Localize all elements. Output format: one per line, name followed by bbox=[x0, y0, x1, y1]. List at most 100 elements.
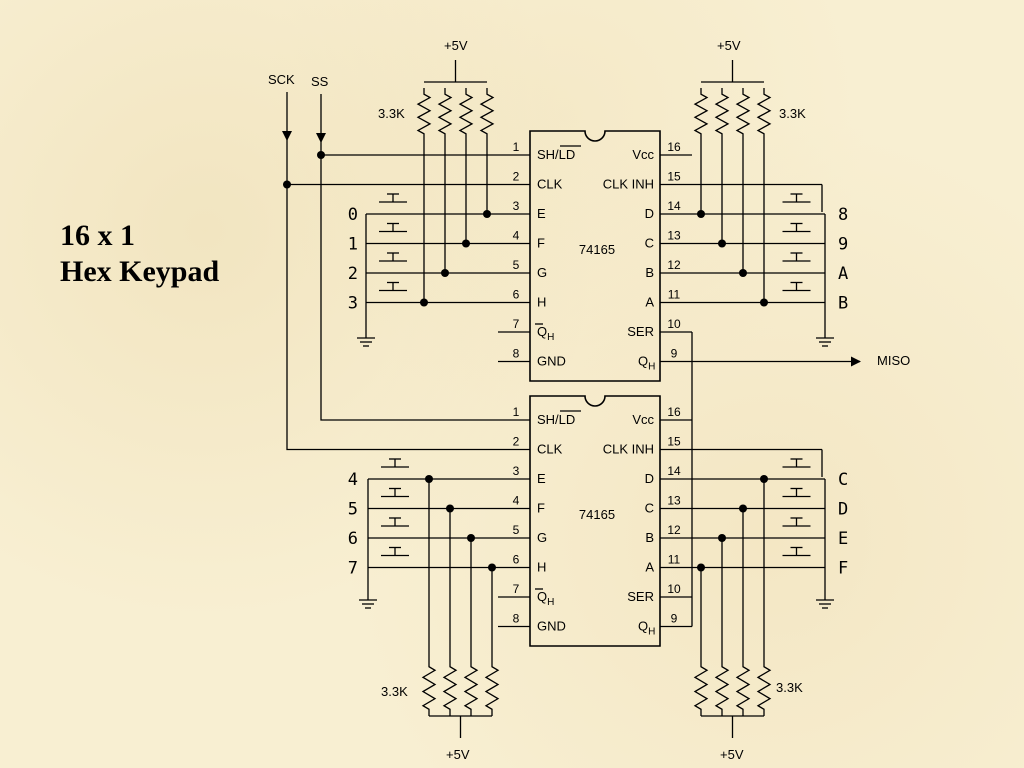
pin-name-r3: C bbox=[645, 236, 654, 251]
pin-name-0: SH/LD bbox=[537, 147, 575, 162]
pin-number-13: 13 bbox=[667, 229, 681, 243]
junction-dot bbox=[760, 475, 768, 483]
resistor-label-bottom-right: 3.3K bbox=[776, 680, 803, 695]
vcc-label-top-right: +5V bbox=[717, 38, 741, 53]
pullup-resistor bbox=[463, 660, 479, 716]
pin-number-16: 16 bbox=[667, 140, 681, 154]
pin-number-10: 10 bbox=[667, 582, 681, 596]
key-label-4: 4 bbox=[348, 470, 358, 490]
pin-number-8: 8 bbox=[513, 612, 520, 626]
key-label-A: A bbox=[838, 264, 848, 284]
pin-name-r4: B bbox=[645, 530, 654, 545]
pin-number-4: 4 bbox=[513, 229, 520, 243]
pullup-resistor bbox=[484, 660, 500, 716]
title-line-2: Hex Keypad bbox=[60, 255, 220, 288]
resistor-label-top-right: 3.3K bbox=[779, 106, 806, 121]
pin-name-qh: QH bbox=[638, 619, 655, 638]
pin-name-qh: QH bbox=[638, 354, 655, 373]
junction-dot bbox=[760, 298, 768, 307]
junction-dot bbox=[441, 269, 449, 277]
pullup-resistor bbox=[756, 88, 772, 140]
resistor-label-top-left: 3.3K bbox=[378, 106, 405, 121]
74165-chip-2 bbox=[529, 395, 661, 647]
pin-name-0: SH/LD bbox=[537, 412, 575, 427]
chip-part-label: 74165 bbox=[579, 507, 615, 522]
pin-name-r1: CLK INH bbox=[603, 442, 654, 457]
junction-dot bbox=[483, 210, 491, 218]
key-label-F: F bbox=[838, 559, 848, 579]
pin-name-4: G bbox=[537, 265, 547, 280]
pin-name-3: F bbox=[537, 236, 545, 251]
pin-name-5: H bbox=[537, 295, 546, 310]
pin-name-2: E bbox=[537, 471, 546, 486]
pin-name-qh-bar: QH bbox=[537, 324, 554, 343]
pin-number-4: 4 bbox=[513, 494, 520, 508]
key-label-9: 9 bbox=[838, 235, 848, 255]
pullup-resistor bbox=[714, 660, 730, 716]
pin-number-15: 15 bbox=[667, 170, 681, 184]
key-label-B: B bbox=[838, 294, 848, 314]
pin-name-4: G bbox=[537, 530, 547, 545]
slide-title: 16 x 1 Hex Keypad bbox=[60, 218, 219, 290]
pin-number-3: 3 bbox=[513, 199, 520, 213]
pin-name-r2: D bbox=[645, 206, 654, 221]
pin-name-1: CLK bbox=[537, 177, 563, 192]
pullup-resistor bbox=[756, 660, 772, 716]
resistor-label-bottom-left: 3.3K bbox=[381, 684, 408, 699]
key-label-1: 1 bbox=[348, 235, 358, 255]
pin-name-r1: CLK INH bbox=[603, 177, 654, 192]
pullup-resistor bbox=[437, 88, 453, 140]
key-label-C: C bbox=[838, 470, 848, 490]
pin-number-9: 9 bbox=[671, 612, 678, 626]
pin-name-qh-bar: QH bbox=[537, 589, 554, 608]
pin-name-5: H bbox=[537, 560, 546, 575]
pullup-resistor bbox=[735, 88, 751, 140]
pin-number-9: 9 bbox=[671, 347, 678, 361]
vcc-label-bottom-left: +5V bbox=[446, 747, 470, 762]
pin-number-12: 12 bbox=[667, 523, 681, 537]
sck-wire bbox=[286, 140, 498, 451]
pin-number-6: 6 bbox=[513, 553, 520, 567]
pin-name-1: CLK bbox=[537, 442, 563, 457]
pin-number-6: 6 bbox=[513, 288, 520, 302]
pin-name-r2: D bbox=[645, 471, 654, 486]
74165-chip-1 bbox=[529, 130, 661, 382]
junction-dot bbox=[467, 534, 475, 542]
miso-label: MISO bbox=[877, 353, 910, 368]
key-label-7: 7 bbox=[348, 559, 358, 579]
pin-number-1: 1 bbox=[513, 405, 520, 419]
vcc-label-top-left: +5V bbox=[444, 38, 468, 53]
key-label-E: E bbox=[838, 529, 848, 549]
sck-label: SCK bbox=[268, 72, 295, 87]
ss-wire bbox=[320, 142, 498, 421]
pin-name-r6: SER bbox=[627, 589, 654, 604]
pin-number-7: 7 bbox=[513, 317, 520, 331]
junction-dot bbox=[283, 180, 291, 189]
junction-dot bbox=[317, 151, 325, 159]
pullup-resistor bbox=[421, 660, 437, 716]
pin-number-11: 11 bbox=[668, 553, 681, 567]
junction-dot bbox=[697, 210, 705, 218]
pin-number-11: 11 bbox=[668, 288, 681, 302]
pin-number-1: 1 bbox=[513, 140, 520, 154]
pin-name-7: GND bbox=[537, 354, 566, 369]
pin-number-5: 5 bbox=[513, 523, 520, 537]
pin-name-r0: Vcc bbox=[632, 147, 654, 162]
junction-dot bbox=[739, 504, 747, 513]
junction-dot bbox=[446, 504, 454, 513]
ss-label: SS bbox=[311, 74, 329, 89]
pin-number-5: 5 bbox=[513, 258, 520, 272]
pullup-resistor bbox=[714, 88, 730, 140]
key-label-6: 6 bbox=[348, 529, 358, 549]
pin-number-14: 14 bbox=[667, 464, 681, 478]
junction-dot bbox=[739, 269, 747, 277]
pin-number-16: 16 bbox=[667, 405, 681, 419]
junction-dot bbox=[425, 475, 433, 483]
pin-number-15: 15 bbox=[667, 435, 681, 449]
pin-number-3: 3 bbox=[513, 464, 520, 478]
junction-dot bbox=[488, 563, 496, 572]
pin-name-r0: Vcc bbox=[632, 412, 654, 427]
junction-dot bbox=[718, 534, 726, 542]
key-label-5: 5 bbox=[348, 500, 358, 520]
